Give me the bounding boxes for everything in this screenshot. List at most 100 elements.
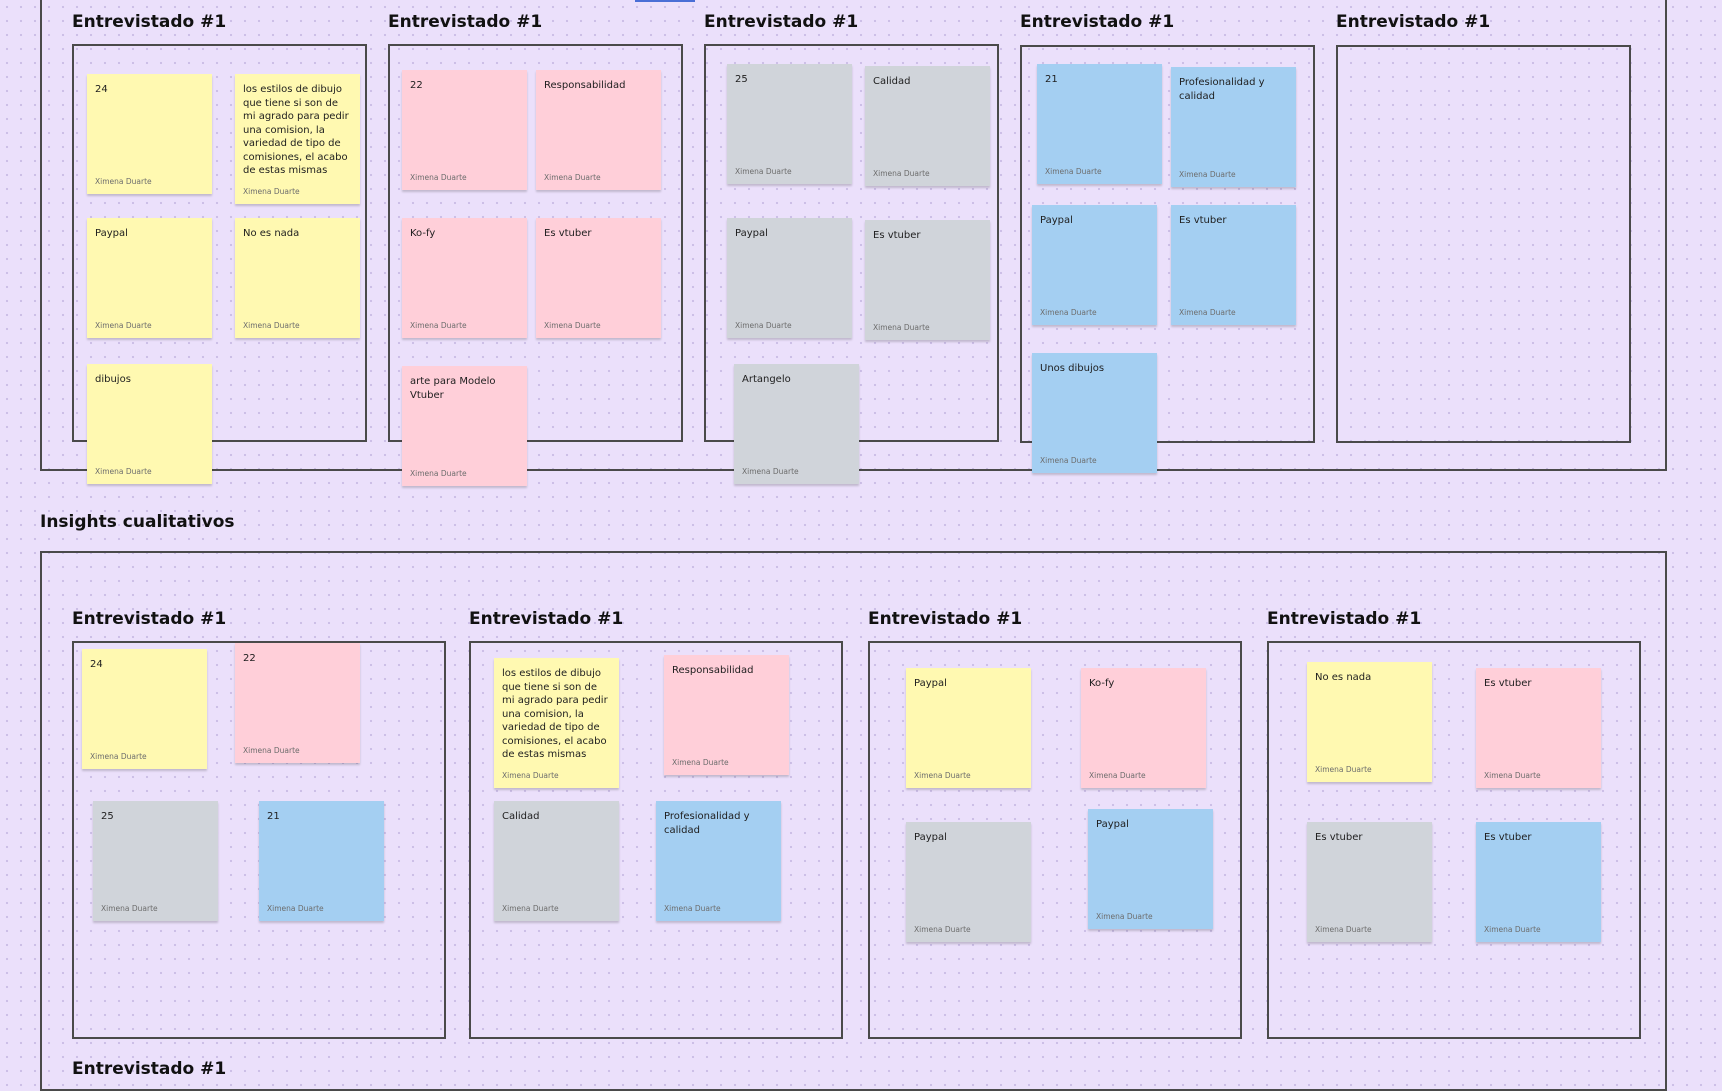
note-author: Ximena Duarte (95, 467, 152, 476)
note-author: Ximena Duarte (502, 771, 559, 780)
interviewee-frame[interactable] (1336, 45, 1631, 443)
note-text: Artangelo (742, 374, 791, 385)
note-author: Ximena Duarte (1040, 308, 1097, 317)
note-text: 22 (243, 653, 256, 664)
note-text: Calidad (502, 811, 540, 822)
group-title: Entrevistado #1 (72, 1059, 227, 1079)
note-text: dibujos (95, 374, 131, 385)
note-author: Ximena Duarte (1315, 925, 1372, 934)
note-author: Ximena Duarte (267, 904, 324, 913)
sticky-note[interactable]: los estilos de dibujo que tiene si son d… (494, 658, 619, 788)
note-author: Ximena Duarte (90, 752, 147, 761)
note-author: Ximena Duarte (735, 321, 792, 330)
group-title: Entrevistado #1 (1267, 609, 1422, 629)
group-title: Entrevistado #1 (1336, 12, 1491, 32)
note-text: No es nada (243, 228, 300, 239)
note-text: arte para Modelo Vtuber (410, 376, 496, 401)
note-text: Es vtuber (544, 228, 592, 239)
note-text: Paypal (914, 678, 947, 689)
note-text: Responsabilidad (672, 665, 754, 676)
note-author: Ximena Duarte (1484, 925, 1541, 934)
group-title: Entrevistado #1 (704, 12, 859, 32)
note-text: 24 (95, 84, 108, 95)
interviewee-frame[interactable] (72, 44, 367, 442)
note-text: 22 (410, 80, 423, 91)
note-author: Ximena Duarte (873, 169, 930, 178)
note-author: Ximena Duarte (1484, 771, 1541, 780)
note-text: 21 (267, 811, 280, 822)
interviewee-frame[interactable] (1020, 45, 1315, 443)
note-author: Ximena Duarte (873, 323, 930, 332)
note-author: Ximena Duarte (410, 173, 467, 182)
note-author: Ximena Duarte (243, 321, 300, 330)
interviewee-frame[interactable] (1267, 641, 1641, 1039)
note-text: los estilos de dibujo que tiene si son d… (243, 84, 349, 176)
note-text: los estilos de dibujo que tiene si son d… (502, 668, 608, 760)
note-author: Ximena Duarte (735, 167, 792, 176)
note-text: Paypal (914, 832, 947, 843)
group-title: Entrevistado #1 (72, 609, 227, 629)
note-author: Ximena Duarte (742, 467, 799, 476)
sticky-note[interactable]: los estilos de dibujo que tiene si son d… (235, 74, 360, 204)
interviewee-frame[interactable] (469, 641, 843, 1039)
note-author: Ximena Duarte (410, 469, 467, 478)
note-text: Profesionalidad y calidad (664, 811, 750, 836)
note-author: Ximena Duarte (95, 321, 152, 330)
note-text: Ko-fy (1089, 678, 1115, 689)
note-author: Ximena Duarte (1096, 912, 1153, 921)
note-author: Ximena Duarte (243, 746, 300, 755)
note-author: Ximena Duarte (101, 904, 158, 913)
note-author: Ximena Duarte (544, 173, 601, 182)
interviewee-frame[interactable] (388, 44, 683, 442)
interviewee-frame[interactable] (868, 641, 1242, 1039)
note-text: Es vtuber (1484, 678, 1532, 689)
note-author: Ximena Duarte (1040, 456, 1097, 465)
section-title: Insights cualitativos (40, 512, 235, 532)
note-author: Ximena Duarte (95, 177, 152, 186)
note-author: Ximena Duarte (1089, 771, 1146, 780)
group-title: Entrevistado #1 (388, 12, 543, 32)
note-text: 25 (101, 811, 114, 822)
group-title: Entrevistado #1 (72, 12, 227, 32)
group-title: Entrevistado #1 (868, 609, 1023, 629)
note-text: No es nada (1315, 672, 1372, 683)
note-text: Calidad (873, 76, 911, 87)
note-text: Es vtuber (1179, 215, 1227, 226)
interviewee-frame[interactable] (72, 641, 446, 1039)
note-text: Es vtuber (873, 230, 921, 241)
